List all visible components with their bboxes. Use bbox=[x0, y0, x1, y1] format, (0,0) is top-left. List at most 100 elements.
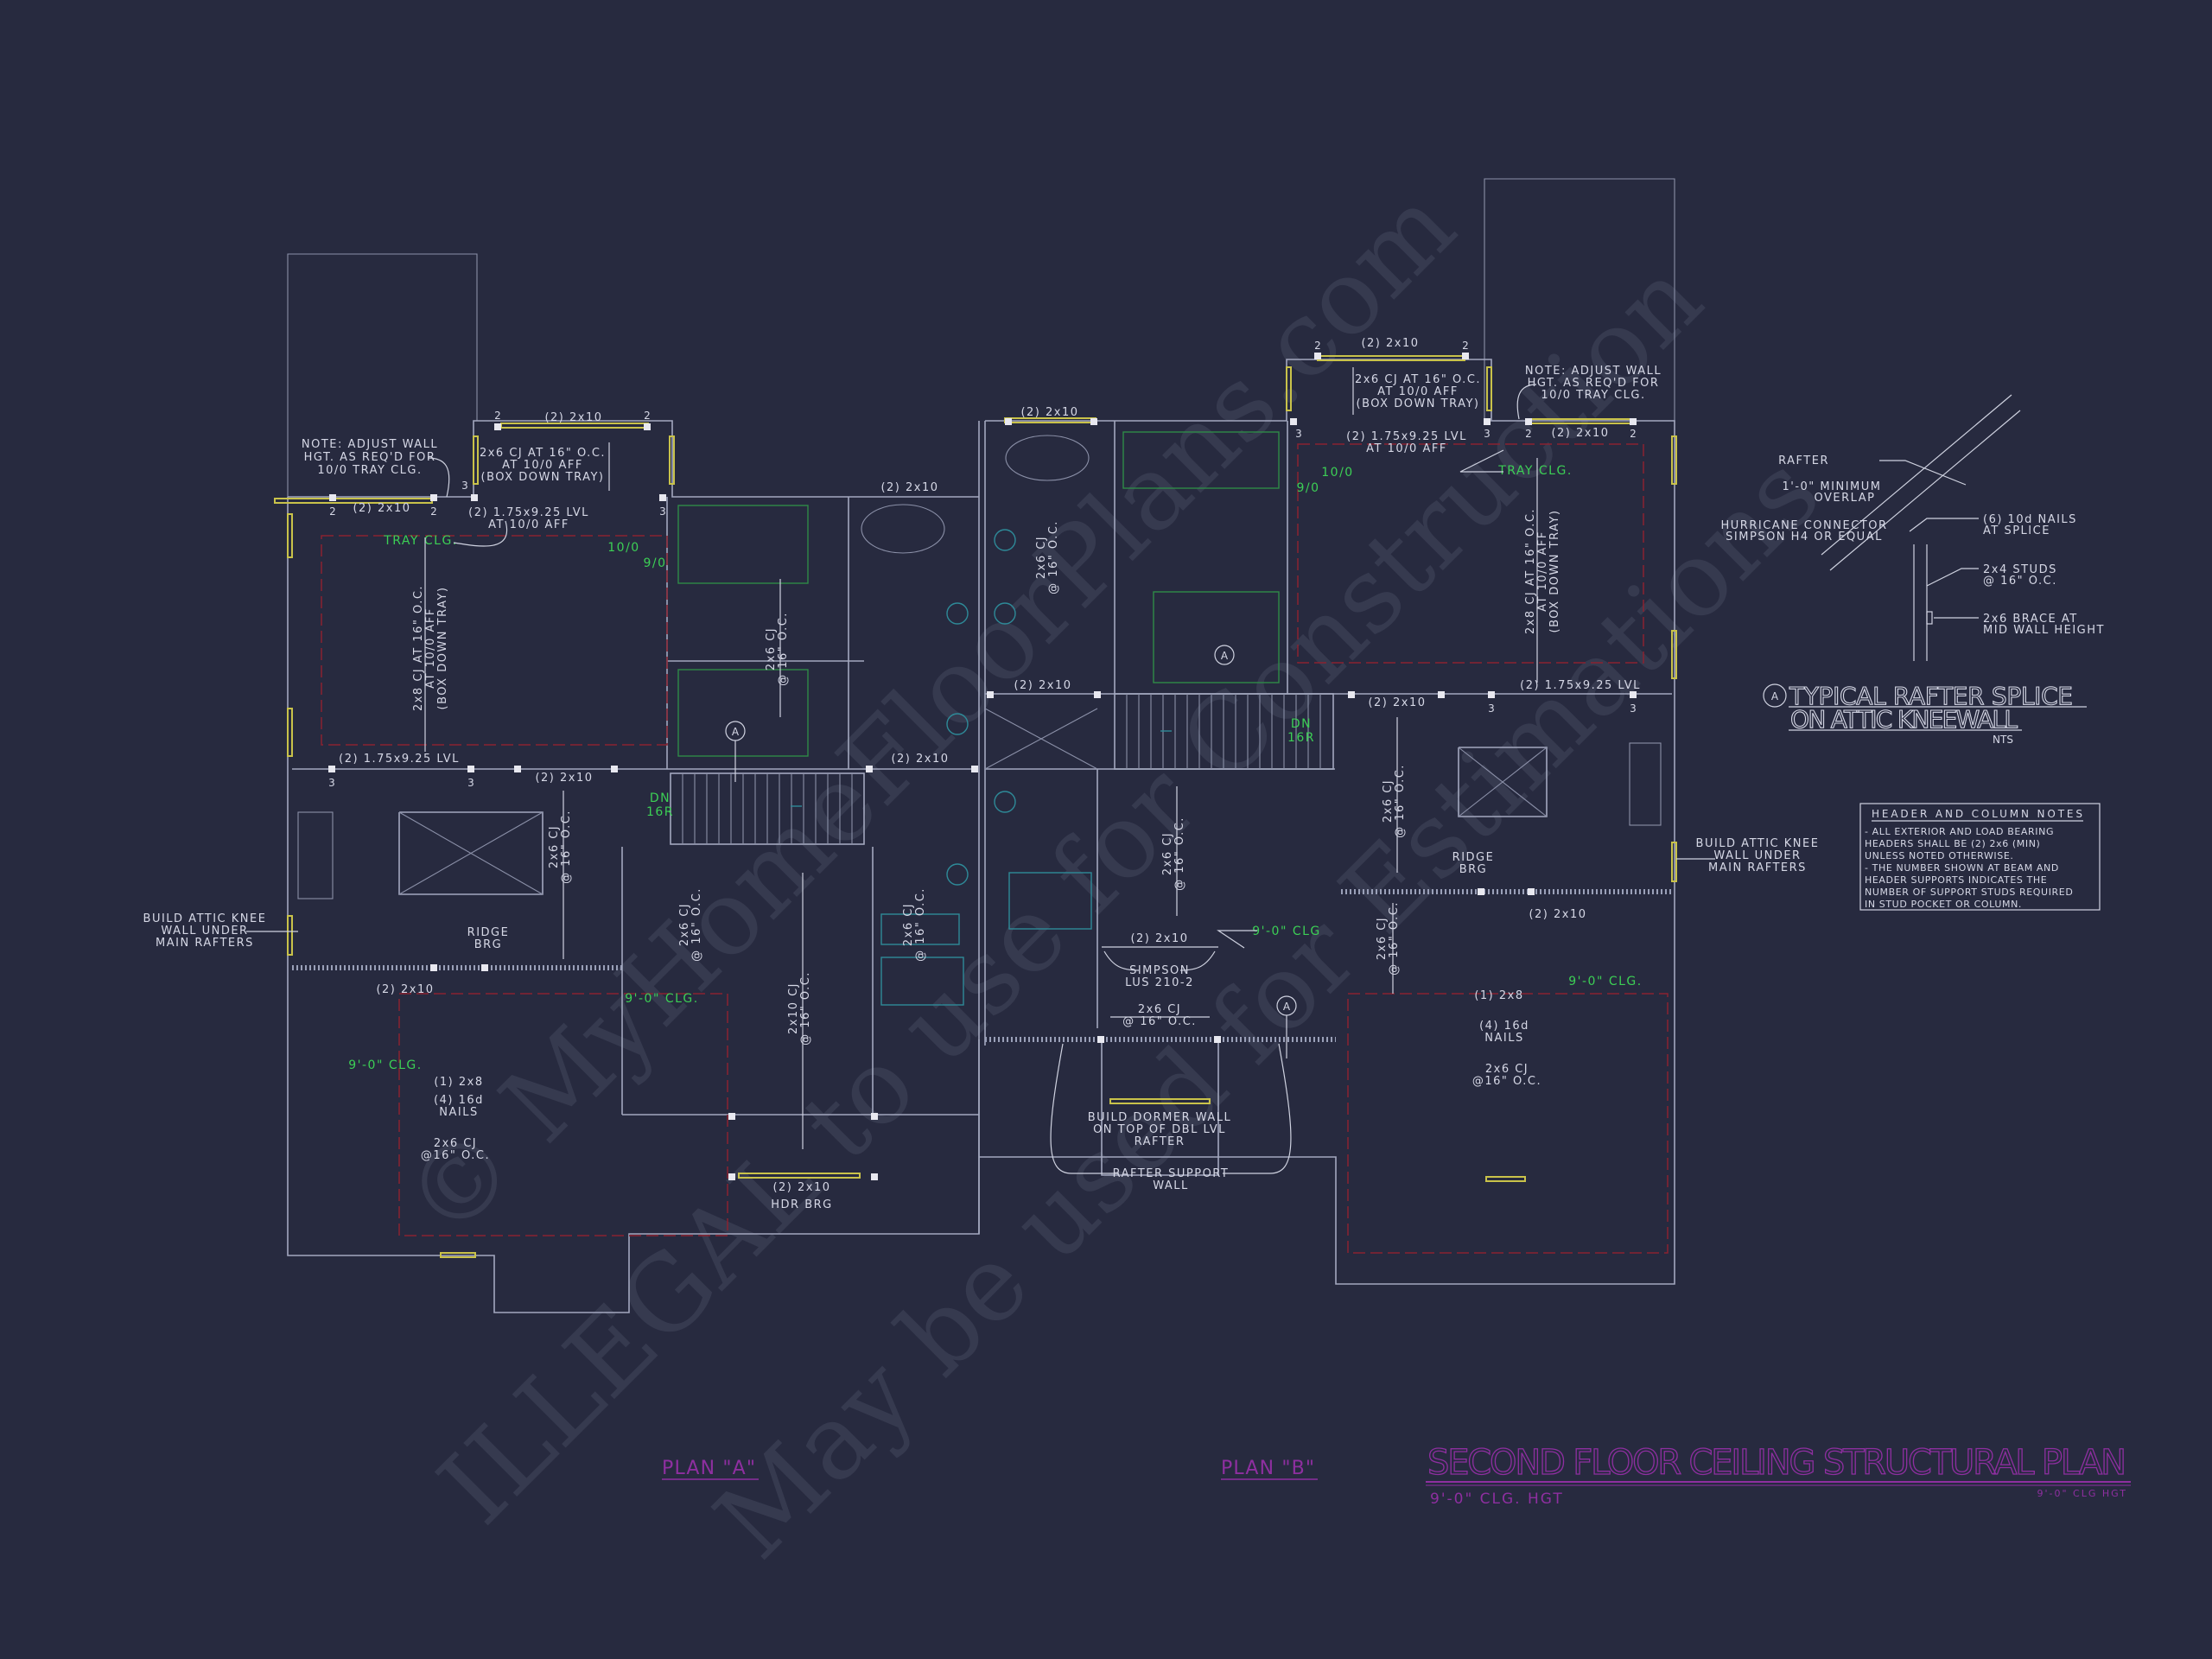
knee-wall-note: MAIN RAFTERS bbox=[1708, 861, 1807, 874]
ceiling-joist-label: 2x6 CJ bbox=[678, 903, 691, 946]
post-number: 2 bbox=[644, 410, 651, 422]
ceiling-joist-label: 2x6 CJ bbox=[1161, 832, 1174, 875]
header-bearing-label: HDR BRG bbox=[771, 1198, 832, 1211]
note-line: - ALL EXTERIOR AND LOAD BEARING bbox=[1865, 826, 2054, 837]
notes-heading: HEADER AND COLUMN NOTES bbox=[1872, 808, 2083, 820]
plan-a-labels: NOTE: ADJUST WALL HGT. AS REQ'D FOR 10/0… bbox=[143, 411, 949, 1211]
stairs-label: 16R bbox=[646, 805, 674, 819]
ceiling-joist-label: 2x8 CJ AT 16" O.C. bbox=[412, 585, 425, 711]
callout-overlap: OVERLAP bbox=[1815, 492, 1876, 505]
header-column-notes: HEADER AND COLUMN NOTES - ALL EXTERIOR A… bbox=[1859, 803, 2101, 911]
ridge-bearing-label: BRG bbox=[1459, 863, 1488, 876]
ceiling-joist-label: @ 16" O.C. bbox=[1394, 764, 1407, 838]
ceiling-joist-label: @ 16" O.C. bbox=[1173, 817, 1186, 891]
header-label: (2) 2x10 bbox=[1020, 406, 1078, 419]
note-line: HEADER SUPPORTS INDICATES THE bbox=[1865, 874, 2047, 886]
ceiling-height-subtitle-right: 9'-0" CLG HGT bbox=[2037, 1488, 2128, 1499]
ceiling-joist-label: @16" O.C. bbox=[1472, 1075, 1541, 1088]
lvl-beam-label: (2) 1.75x9.25 LVL bbox=[339, 753, 460, 766]
nails-label: (1) 2x8 bbox=[1474, 989, 1523, 1002]
note-line: HEADERS SHALL BE (2) 2x6 (MIN) bbox=[1865, 838, 2040, 849]
drawing-title: SECOND FLOOR CEILING STRUCTURAL PLAN bbox=[1427, 1443, 2129, 1483]
ceiling-joist-label: (BOX DOWN TRAY) bbox=[436, 587, 449, 710]
plan-a-posts bbox=[328, 423, 978, 1180]
plan-a-label: PLAN "A" bbox=[662, 1458, 757, 1479]
header-label: (2) 2x10 bbox=[376, 983, 434, 996]
header-label: (2) 2x10 bbox=[880, 481, 938, 494]
ceiling-joist-label: AT 10/0 AFF bbox=[1536, 531, 1549, 612]
hanger-label: LUS 210-2 bbox=[1125, 976, 1194, 989]
lvl-beam-label: (2) 1.75x9.25 LVL bbox=[1346, 430, 1467, 443]
dormer-wall-note: BUILD DORMER WALL bbox=[1088, 1111, 1232, 1124]
ceiling-joist-label: 2x6 CJ bbox=[1035, 536, 1048, 579]
plan-b-stairs bbox=[1114, 693, 1334, 770]
detail-scale: NTS bbox=[1993, 734, 2013, 746]
ceiling-joist-label: 2x6 CJ bbox=[902, 903, 915, 946]
ceiling-joist-label: (BOX DOWN TRAY) bbox=[481, 471, 605, 484]
ceiling-joist-label: @ 16" O.C. bbox=[1047, 520, 1060, 594]
post-number: 3 bbox=[1295, 428, 1302, 440]
plan-b-labels: (2) 2x10 2x6 CJ AT 16" O.C. AT 10/0 AFF … bbox=[1014, 337, 1817, 1192]
title-block: PLAN "A" PLAN "B" SECOND FLOOR CEILING S… bbox=[662, 1442, 2131, 1508]
callout-rafter: RAFTER bbox=[1778, 454, 1829, 467]
ceiling-joist-label: @16" O.C. bbox=[421, 1149, 490, 1162]
header-label: (2) 2x10 bbox=[891, 753, 949, 766]
plan-b-windows bbox=[1004, 355, 1677, 1182]
tray-ceiling-label: TRAY CLG. bbox=[1497, 464, 1573, 478]
post-number: 2 bbox=[494, 410, 501, 422]
detail-marker: A bbox=[1771, 690, 1779, 702]
lvl-beam-label: (2) 1.75x9.25 LVL bbox=[468, 506, 589, 519]
ceiling-joist-label: @ 16" O.C. bbox=[1388, 901, 1401, 976]
ceiling-joist-label: @ 16" O.C. bbox=[914, 887, 927, 962]
lvl-beam-label: AT 10/0 AFF bbox=[1366, 442, 1447, 455]
ceiling-joist-label: @ 16" O.C. bbox=[799, 971, 812, 1046]
ceiling-joist-label: @ 16" O.C. bbox=[560, 810, 573, 884]
ceiling-height-label: 9'-0" CLG. bbox=[1568, 975, 1642, 988]
hanger-label: SIMPSON bbox=[1129, 964, 1190, 977]
rafter-support-note: WALL bbox=[1153, 1179, 1189, 1192]
section-markers: A A A bbox=[725, 645, 1297, 1058]
section-marker-a2: A bbox=[1221, 650, 1229, 662]
plan-b-label: PLAN "B" bbox=[1221, 1458, 1316, 1479]
header-label: (2) 2x10 bbox=[544, 411, 602, 424]
knee-wall-note: WALL UNDER bbox=[161, 925, 248, 938]
plan-a-walls bbox=[287, 253, 980, 1313]
ceiling-joist-label: 2x10 CJ bbox=[787, 982, 800, 1034]
dormer-wall-note: ON TOP OF DBL LVL bbox=[1093, 1123, 1226, 1136]
header-label: (2) 2x10 bbox=[1361, 337, 1419, 350]
callout-overlap: 1'-0" MINIMUM bbox=[1783, 480, 1882, 493]
callout-brace: 2x6 BRACE AT bbox=[1983, 613, 2078, 626]
ceiling-joist-label: @ 16" O.C. bbox=[1122, 1015, 1197, 1028]
nails-label: (1) 2x8 bbox=[434, 1076, 483, 1089]
note-line: - THE NUMBER SHOWN AT BEAM AND bbox=[1865, 862, 2059, 874]
callout-hurricane-connector: SIMPSON H4 OR EQUAL bbox=[1726, 531, 1883, 543]
post-number: 2 bbox=[329, 505, 336, 518]
callout-hurricane-connector: HURRICANE CONNECTOR bbox=[1721, 519, 1888, 532]
note-line: IN STUD POCKET OR COLUMN. bbox=[1865, 899, 2022, 910]
detail-rafter-splice: RAFTER 1'-0" MINIMUM OVERLAP HURRICANE C… bbox=[1721, 394, 2103, 746]
note-adjust-wall: HGT. AS REQ'D FOR bbox=[1528, 377, 1660, 390]
header-label: (2) 2x10 bbox=[1529, 908, 1586, 921]
ceiling-height-label: 9'-0" CLG. bbox=[625, 992, 698, 1006]
ceiling-height-label: 9'-0" CLG. bbox=[348, 1058, 422, 1072]
lvl-beam-label: AT 10/0 AFF bbox=[488, 518, 569, 531]
ceiling-joist-label: 2x6 CJ AT 16" O.C. bbox=[480, 447, 606, 460]
rafter-support-note: RAFTER SUPPORT bbox=[1113, 1167, 1230, 1180]
ceiling-joist-label: 2x6 CJ bbox=[1376, 917, 1389, 960]
header-label: (2) 2x10 bbox=[535, 772, 593, 785]
post-number: 3 bbox=[461, 480, 468, 492]
callout-nails: AT SPLICE bbox=[1983, 524, 2050, 537]
note-adjust-wall: NOTE: ADJUST WALL bbox=[1525, 365, 1662, 378]
section-marker-a1: A bbox=[732, 726, 740, 738]
stairs-label: DN bbox=[650, 791, 671, 805]
stairs-label: 16R bbox=[1287, 731, 1315, 745]
callout-studs: @ 16" O.C. bbox=[1983, 575, 2057, 588]
knee-wall-note: BUILD ATTIC KNEE bbox=[143, 912, 267, 925]
nails-label: (4) 16d bbox=[1479, 1020, 1529, 1033]
ridge-bearing-label: BRG bbox=[474, 938, 503, 951]
post-number: 2 bbox=[1314, 340, 1321, 352]
post-number: 3 bbox=[1488, 702, 1495, 715]
ceiling-height-label: 9'-0" CLG bbox=[1252, 925, 1321, 938]
